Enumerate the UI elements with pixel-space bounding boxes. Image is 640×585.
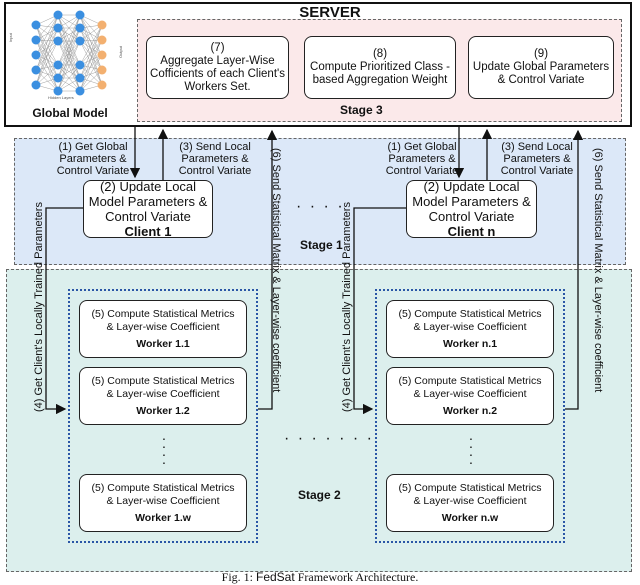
nn-node bbox=[31, 65, 41, 75]
nn-node bbox=[53, 86, 63, 96]
arrow-step4-left bbox=[45, 207, 83, 415]
global-model-label: Global Model bbox=[32, 106, 108, 120]
nn-node bbox=[31, 35, 41, 45]
client-n-workers-group bbox=[375, 289, 565, 543]
client-1-worker-box: (5) Compute Statistical Metrics& Layer-w… bbox=[79, 474, 247, 532]
stage2-label: Stage 2 bbox=[298, 488, 341, 502]
step3-label-right: (3) Send Local Parameters & Control Vari… bbox=[500, 141, 574, 177]
worker-step5-text: (5) Compute Statistical Metrics bbox=[91, 307, 235, 320]
caption-name: FedSat bbox=[256, 570, 295, 584]
server-box bbox=[4, 2, 632, 127]
worker-name: Worker 1.1 bbox=[136, 337, 190, 350]
worker-coefficient-text: & Layer-wise Coefficient bbox=[106, 320, 220, 333]
nn-output-label: Output bbox=[118, 45, 123, 58]
nn-node bbox=[53, 36, 63, 46]
nn-node bbox=[53, 10, 63, 20]
step8-text: Compute Prioritized Class - based Aggreg… bbox=[310, 61, 450, 86]
step1-label-left: (1) Get Global Parameters & Control Vari… bbox=[56, 141, 130, 177]
nn-node bbox=[97, 80, 107, 90]
worker-name: Worker n.w bbox=[441, 511, 499, 524]
step7-number: (7) bbox=[210, 41, 225, 54]
stage1-label: Stage 1 bbox=[300, 238, 343, 252]
nn-node bbox=[31, 80, 41, 90]
worker-name: Worker n.2 bbox=[442, 404, 498, 417]
update-global-box: (9) Update Global Parameters & Control V… bbox=[468, 36, 614, 99]
nn-node bbox=[53, 23, 63, 33]
nn-node bbox=[75, 36, 85, 46]
nn-node bbox=[31, 50, 41, 60]
step8-number: (8) bbox=[372, 48, 388, 60]
worker-coefficient-text: & Layer-wise Coefficient bbox=[106, 494, 220, 507]
client-1-worker-box: (5) Compute Statistical Metrics& Layer-w… bbox=[79, 367, 247, 425]
prioritized-weight-box: (8) Compute Prioritized Class - based Ag… bbox=[304, 36, 456, 99]
step9-text: Update Global Parameters & Control Varia… bbox=[472, 61, 610, 86]
worker-name: Worker n.1 bbox=[442, 337, 498, 350]
arrow-step4-right bbox=[353, 207, 406, 415]
nn-node bbox=[53, 73, 63, 83]
nn-node bbox=[31, 20, 41, 30]
caption-prefix: Fig. 1: bbox=[221, 570, 253, 584]
nn-input-label: Input bbox=[8, 32, 13, 42]
step9-number: (9) bbox=[533, 48, 549, 60]
step3-label-left: (3) Send Local Parameters & Control Vari… bbox=[178, 141, 252, 177]
client-1-worker-box: (5) Compute Statistical Metrics& Layer-w… bbox=[79, 300, 247, 358]
client-n-worker-box: (5) Compute Statistical Metrics& Layer-w… bbox=[386, 474, 554, 532]
nn-node bbox=[97, 20, 107, 30]
nn-node bbox=[75, 10, 85, 20]
nn-hidden-label: Hidden Layers bbox=[48, 95, 74, 100]
worker-coefficient-text: & Layer-wise Coefficient bbox=[106, 387, 220, 400]
client-n-worker-box: (5) Compute Statistical Metrics& Layer-w… bbox=[386, 367, 554, 425]
step7-text: Aggregate Layer-Wise Cofficients of each… bbox=[150, 54, 285, 93]
nn-node bbox=[75, 73, 85, 83]
client-n-name: Client n bbox=[447, 224, 496, 239]
workers-n-vertical-ellipsis: ···· bbox=[468, 430, 474, 470]
client-1-box: (2) Update Local Model Parameters & Cont… bbox=[83, 179, 213, 239]
caption-suffix: Framework Architecture. bbox=[297, 570, 419, 584]
workers-1-vertical-ellipsis: ···· bbox=[161, 430, 167, 470]
worker-name: Worker 1.2 bbox=[136, 404, 190, 417]
nn-node bbox=[75, 23, 85, 33]
figure-caption: Fig. 1: FedSat Framework Architecture. bbox=[0, 570, 640, 585]
client-1-workers-group bbox=[68, 289, 258, 543]
worker-step5-text: (5) Compute Statistical Metrics bbox=[398, 307, 542, 320]
nn-node bbox=[97, 35, 107, 45]
worker-step5-text: (5) Compute Statistical Metrics bbox=[91, 481, 235, 494]
worker-step5-text: (5) Compute Statistical Metrics bbox=[91, 374, 235, 387]
clients-ellipsis: · · · · bbox=[296, 198, 345, 215]
nn-node bbox=[75, 60, 85, 70]
nn-node bbox=[53, 60, 63, 70]
worker-coefficient-text: & Layer-wise Coefficient bbox=[413, 387, 527, 400]
nn-node bbox=[97, 50, 107, 60]
client-1-text: (2) Update Local Model Parameters & Cont… bbox=[88, 179, 208, 224]
client-n-box: (2) Update Local Model Parameters & Cont… bbox=[406, 179, 537, 239]
client-n-worker-box: (5) Compute Statistical Metrics& Layer-w… bbox=[386, 300, 554, 358]
step1-label-right: (1) Get Global Parameters & Control Vari… bbox=[385, 141, 459, 177]
client-n-text: (2) Update Local Model Parameters & Cont… bbox=[412, 179, 531, 224]
stage3-label: Stage 3 bbox=[340, 103, 383, 117]
worker-coefficient-text: & Layer-wise Coefficient bbox=[413, 320, 527, 333]
arrow-step6-left bbox=[258, 129, 278, 410]
workers-ellipsis: · · · · · · · bbox=[284, 430, 374, 447]
worker-name: Worker 1.w bbox=[135, 511, 191, 524]
server-title: SERVER bbox=[299, 4, 361, 21]
worker-coefficient-text: & Layer-wise Coefficient bbox=[413, 494, 527, 507]
arrow-step6-right bbox=[565, 129, 584, 410]
client-1-name: Client 1 bbox=[124, 224, 172, 239]
aggregate-box: (7) Aggregate Layer-Wise Cofficients of … bbox=[146, 36, 289, 99]
worker-step5-text: (5) Compute Statistical Metrics bbox=[398, 481, 542, 494]
nn-node bbox=[97, 65, 107, 75]
nn-node bbox=[75, 86, 85, 96]
worker-step5-text: (5) Compute Statistical Metrics bbox=[398, 374, 542, 387]
